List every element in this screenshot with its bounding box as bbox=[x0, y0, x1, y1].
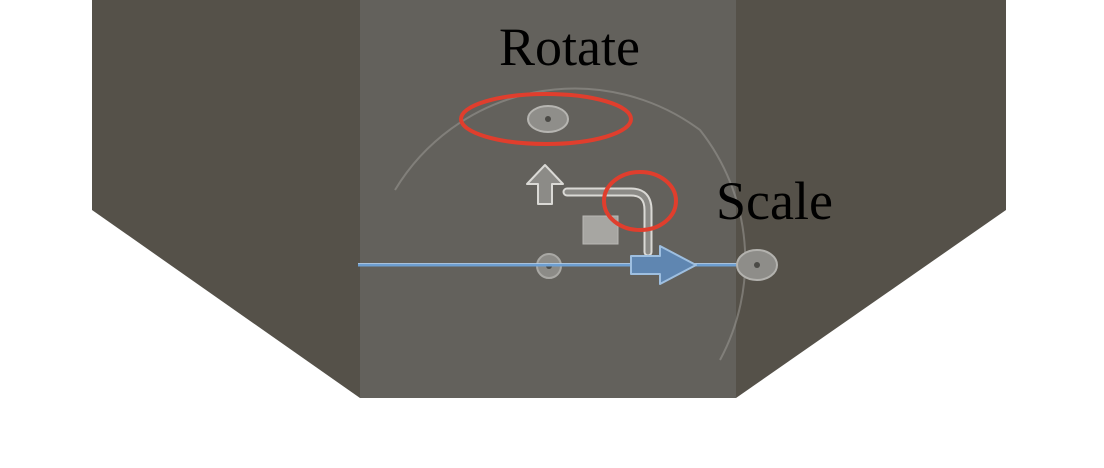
axis-end-handle-icon[interactable] bbox=[736, 249, 778, 281]
rotate-highlight-ring bbox=[459, 92, 633, 146]
scale-highlight-ring bbox=[602, 170, 678, 232]
up-arrow-icon[interactable] bbox=[526, 164, 564, 205]
scale-corner-icon[interactable] bbox=[562, 187, 653, 257]
rotate-label: Rotate bbox=[499, 17, 640, 77]
right-arrow-icon[interactable] bbox=[630, 245, 697, 285]
rotate-handle-icon[interactable] bbox=[527, 105, 569, 133]
scale-label: Scale bbox=[716, 171, 833, 231]
